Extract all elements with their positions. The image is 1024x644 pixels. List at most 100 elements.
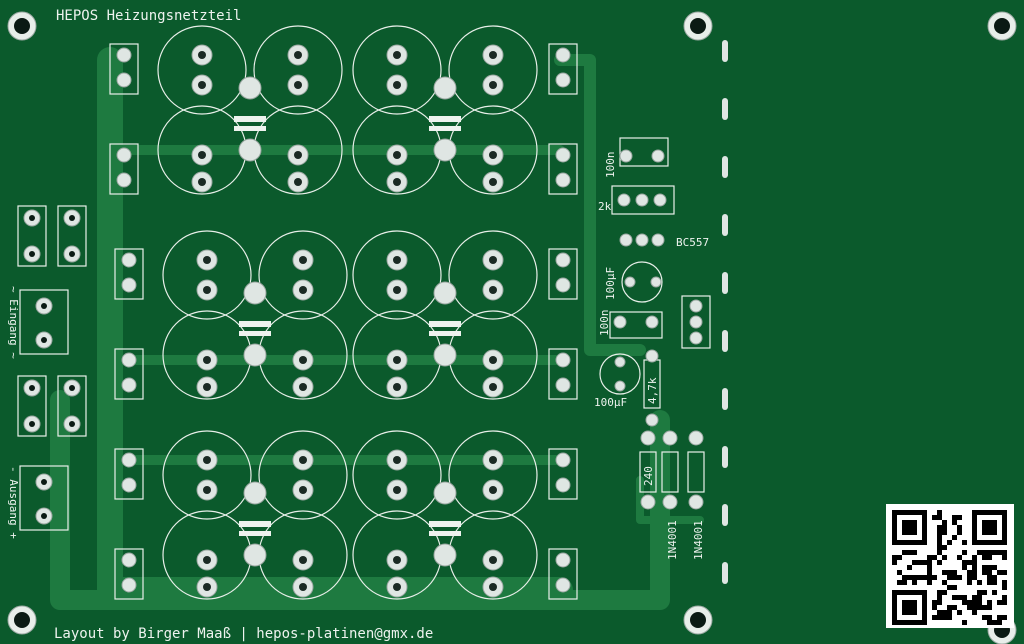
small-cap-pad [121,277,137,293]
capacitor-outline [162,230,252,320]
edge-slot [722,40,728,62]
small-cap-pad [116,147,132,163]
small-cap-pad [121,352,137,368]
capacitor-outline [253,25,343,115]
polarity-mark [429,531,461,536]
small-cap-outline [109,43,139,95]
label-1n4001-a: 1N4001 [666,520,679,560]
capacitor-group [352,230,578,400]
regulator-section [599,137,711,510]
qr-code [886,504,1014,628]
small-cap-pad [116,172,132,188]
small-cap-outline [548,43,578,95]
polarity-mark [234,126,266,131]
label-240: 240 [642,466,655,486]
small-cap-outline [548,448,578,500]
capacitor-group [114,430,348,600]
edge-slot [722,388,728,410]
label-ausgang: - Ausgang + [7,466,20,539]
small-cap-outline [114,248,144,300]
capacitor-outline [157,25,247,115]
capacitor-outline [352,230,442,320]
small-cap-pad [116,47,132,63]
small-cap-pad [555,577,571,593]
label-100n-top: 100n [604,152,617,179]
capacitor-pad [433,481,457,505]
capacitor-pad [243,481,267,505]
small-cap-pad [121,377,137,393]
polarity-mark [429,331,461,336]
polarity-mark [239,321,271,327]
board-title: HEPOS Heizungsnetzteil [56,8,241,24]
small-cap-pad [121,577,137,593]
small-cap-pad [555,47,571,63]
small-cap-pad [555,377,571,393]
polarity-mark [239,521,271,527]
edge-slot [722,330,728,352]
small-cap-outline [114,348,144,400]
small-cap-pad [555,552,571,568]
capacitor-outline [448,430,538,520]
capacitor-pad [433,543,457,567]
capacitor-outline [258,430,348,520]
small-cap-pad [121,452,137,468]
capacitor-group [352,430,578,600]
label-100uf-mid: 100µF [594,396,627,409]
capacitor-group [109,25,343,195]
small-cap-pad [555,452,571,468]
capacitor-outline [448,230,538,320]
edge-connector-slots [722,40,728,584]
edge-slot [722,562,728,584]
polarity-mark [239,531,271,536]
capacitor-groups [109,25,578,600]
capacitor-outline [352,430,442,520]
small-cap-pad [555,252,571,268]
capacitor-pad [433,76,457,100]
capacitor-group [114,230,348,400]
capacitor-pad [433,343,457,367]
capacitor-pad [243,543,267,567]
small-cap-pad [116,72,132,88]
label-100n-mid: 100n [598,310,611,337]
label-2k: 2k [598,200,612,213]
small-cap-pad [121,477,137,493]
small-cap-outline [114,548,144,600]
output-connector [17,375,87,531]
capacitor-pad [243,343,267,367]
small-cap-outline [548,143,578,195]
small-cap-pad [121,252,137,268]
mounting-holes [7,11,1017,644]
small-cap-pad [121,552,137,568]
small-cap-pad [555,147,571,163]
polarity-mark [429,321,461,327]
capacitor-pad [238,138,262,162]
label-bc557: BC557 [676,236,709,249]
small-cap-outline [548,548,578,600]
capacitor-outline [352,25,442,115]
small-cap-outline [109,143,139,195]
edge-slot [722,446,728,468]
polarity-mark [234,116,266,122]
label-eingang: ~ Eingang ~ [7,286,20,359]
capacitor-pad [238,76,262,100]
capacitor-outline [448,25,538,115]
edge-slot [722,156,728,178]
edge-slot [722,504,728,526]
capacitor-outline [258,230,348,320]
small-cap-pad [555,172,571,188]
small-cap-outline [548,248,578,300]
polarity-mark [239,331,271,336]
polarity-mark [429,116,461,122]
small-cap-outline [114,448,144,500]
small-cap-pad [555,277,571,293]
small-cap-pad [555,72,571,88]
polarity-mark [429,521,461,527]
polarity-mark [429,126,461,131]
capacitor-pad [243,281,267,305]
edge-slot [722,214,728,236]
edge-slot [722,98,728,120]
small-cap-pad [555,352,571,368]
label-100uf-top: 100µF [604,267,617,300]
capacitor-pad [433,281,457,305]
